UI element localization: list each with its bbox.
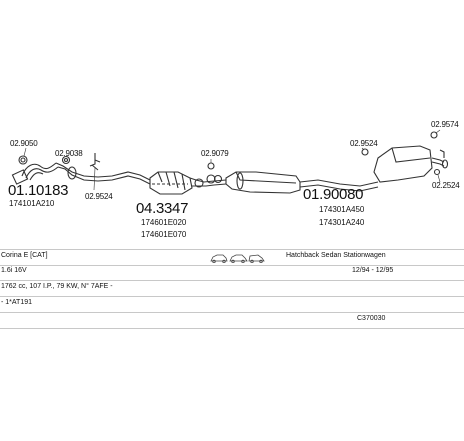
part-number-04-3347: 04.3347 bbox=[136, 200, 189, 217]
part-number-02-9524-right: 02.9524 bbox=[350, 139, 378, 148]
front-pipe-manifold bbox=[11, 162, 59, 185]
catalytic-converter bbox=[149, 171, 215, 195]
part-number-01-10183: 01.10183 bbox=[8, 182, 69, 199]
table-row: 1.6i 16V 12/94 - 12/95 bbox=[0, 265, 464, 281]
table-row: - 1*AT191 bbox=[0, 297, 464, 313]
part-number-02-9079: 02.9079 bbox=[201, 149, 229, 158]
part-number-02-9050: 02.9050 bbox=[10, 139, 38, 148]
leader-lines bbox=[23, 129, 441, 191]
oem-number-174601E070: 174601E070 bbox=[141, 230, 187, 239]
middle-clamps bbox=[206, 174, 227, 186]
body-types: Hatchback Sedan Stationwagen bbox=[286, 252, 386, 259]
part-number-02-9038: 02.9038 bbox=[55, 149, 83, 158]
middle-silencer bbox=[225, 171, 379, 194]
exhaust-system-diagram bbox=[11, 129, 449, 195]
catalog-code: C370030 bbox=[357, 315, 386, 322]
production-dates: 12/94 - 12/95 bbox=[352, 267, 394, 274]
table-row: 1762 cc, 107 I.P., 79 KW, N° 7AFE - bbox=[0, 281, 464, 297]
rear-silencer bbox=[373, 145, 449, 183]
vehicle-model: Corina E [CAT] bbox=[1, 252, 48, 259]
part-number-01-90080: 01.90080 bbox=[303, 186, 364, 203]
oem-number-174301A450: 174301A450 bbox=[319, 205, 365, 214]
front-pipe bbox=[55, 162, 151, 185]
gaskets bbox=[18, 131, 438, 170]
table-row: C370030 bbox=[0, 313, 464, 329]
oem-number-174301A240: 174301A240 bbox=[319, 218, 365, 227]
engine: 1.6i 16V bbox=[1, 267, 27, 274]
oem-number-174101A210: 174101A210 bbox=[9, 199, 55, 208]
hanger-bracket bbox=[89, 153, 101, 171]
oem-number-174601E020: 174601E020 bbox=[141, 218, 187, 227]
chassis-code: - 1*AT191 bbox=[1, 299, 32, 306]
engine-spec: 1762 cc, 107 I.P., 79 KW, N° 7AFE - bbox=[1, 283, 113, 290]
part-number-02-9574: 02.9574 bbox=[431, 120, 459, 129]
table-row: Corina E [CAT] Hatchback Sedan Stationwa… bbox=[0, 249, 464, 266]
part-number-02-2524: 02.2524 bbox=[432, 181, 460, 190]
body-type-icons bbox=[210, 254, 265, 263]
part-number-02-9524-left: 02.9524 bbox=[85, 192, 113, 201]
